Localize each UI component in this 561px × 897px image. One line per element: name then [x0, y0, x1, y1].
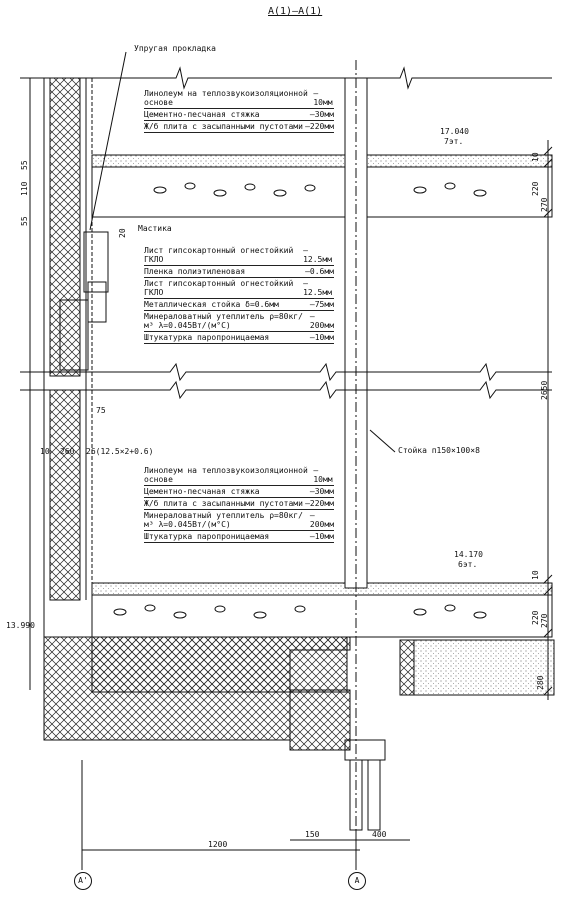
dim-right-280: 280	[536, 675, 545, 690]
dim-left-55b: 55	[20, 216, 29, 226]
level-left: 13.990	[6, 621, 35, 630]
dim-right-220b: 220	[531, 610, 540, 625]
dim-bottom-1200: 1200	[208, 840, 228, 849]
level-lower: 14.170	[454, 550, 483, 559]
dim-bottom-400: 400	[372, 830, 387, 839]
dim-right-10: 10	[531, 152, 540, 162]
dim-right-270: 270	[540, 197, 549, 212]
mastic-callout: Мастика	[138, 224, 172, 233]
dim-right-270b: 270	[540, 613, 549, 628]
floor-bottom-notes: Линолеум на теплозвукоизоляционной основ…	[144, 466, 335, 543]
break-line-top	[20, 66, 552, 90]
section-title: А(1)–А(1)	[268, 6, 323, 17]
axis-marker-a: А	[348, 872, 366, 890]
dim-left-260: 260	[60, 447, 75, 456]
dim-left-20: 20	[118, 228, 127, 238]
level-upper: 17.040	[440, 127, 469, 136]
lower-slab	[91, 594, 553, 638]
wall-layer-notes: Лист гипсокартонный огнестойкий ГКЛО–12.…	[144, 246, 335, 344]
upper-floor-finish	[91, 154, 553, 168]
level-lower-floor: 6эт.	[458, 560, 478, 569]
level-upper-floor: 7эт.	[444, 137, 464, 146]
wall-insulation-upper	[49, 77, 81, 377]
dim-left-26: 26(12.5×2+0.6)	[86, 447, 154, 456]
dim-right-220: 220	[531, 181, 540, 196]
dim-right-2650: 2650	[540, 380, 549, 400]
gasket-callout: Упругая прокладка	[134, 44, 216, 53]
lower-floor-finish	[91, 582, 553, 596]
dim-left-55: 55	[20, 160, 29, 170]
slab-voids-lower	[113, 604, 487, 619]
slab-voids-upper	[153, 182, 487, 197]
dim-bottom-150: 150	[305, 830, 320, 839]
window-profile-lower	[344, 739, 386, 831]
dim-right-10b: 10	[531, 570, 540, 580]
dim-left-110: 110	[20, 181, 29, 196]
column-callout: Стойка п150×100×8	[398, 446, 480, 455]
dim-left-10: 10	[40, 447, 50, 456]
dim-left-75: 75	[96, 406, 106, 415]
break-line-mid	[20, 362, 552, 382]
floor-top-notes: Линолеум на теплозвукоизоляционной основ…	[144, 89, 334, 133]
axis-marker-a-prime: А'	[74, 872, 92, 890]
wall-insulation-lower	[49, 389, 81, 601]
upper-slab	[91, 166, 553, 218]
window-profile-upper	[59, 231, 109, 371]
